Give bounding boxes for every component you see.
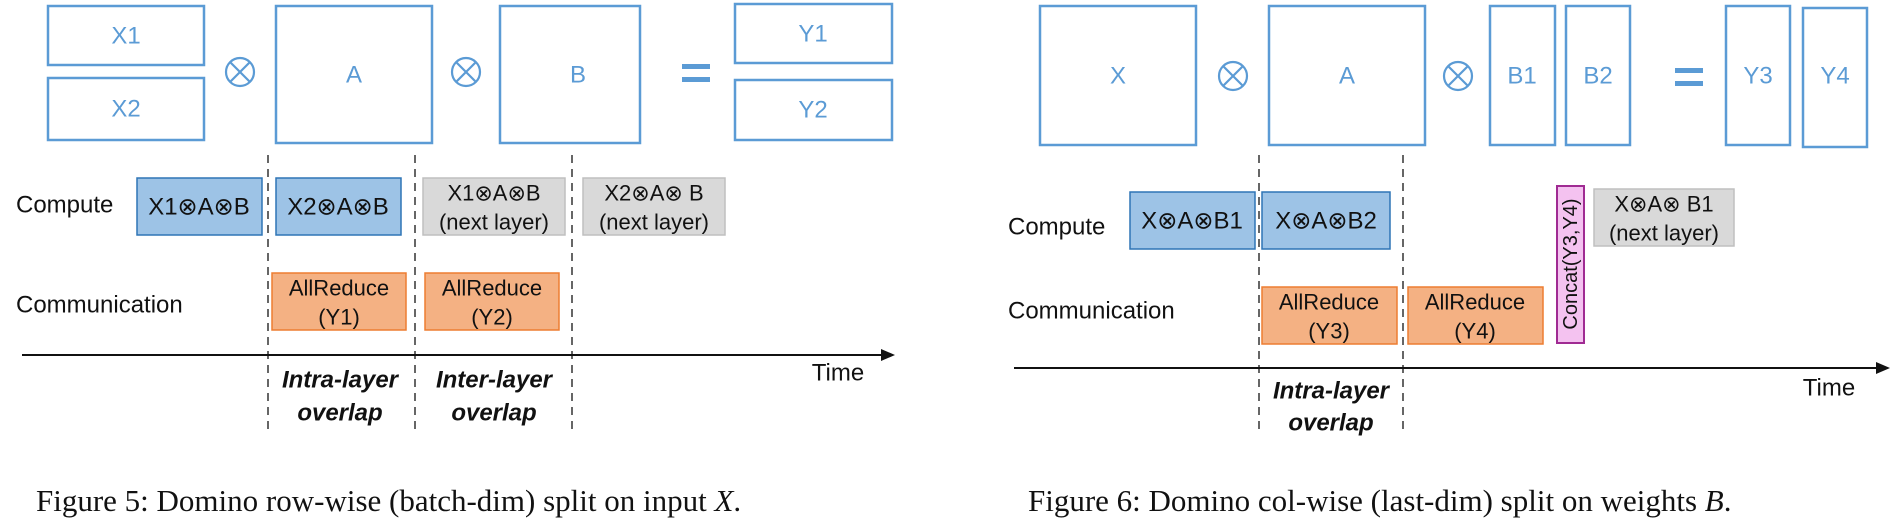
allreduce-block-y4-line1: AllReduce [1425, 290, 1525, 315]
compute-block-next-layer-x1 [422, 177, 566, 236]
allreduce-block-y3 [1261, 286, 1398, 345]
tensor-product-icon [224, 56, 256, 88]
compute-block-b2 [1261, 191, 1391, 250]
compute-block-next-layer [1593, 188, 1735, 247]
matrix-b2-label: B2 [1583, 63, 1612, 90]
intra-layer-overlap-label-line2: overlap [297, 400, 382, 427]
intra-layer-overlap-label-line1: Intra-layer [282, 367, 400, 394]
row-label-compute: Compute [16, 192, 113, 219]
intra-layer-overlap-label-line2: overlap [1288, 410, 1373, 437]
time-axis-arrow [22, 349, 895, 361]
figure-6: X A B1 B2 Y3 Y4 Compute Communication [1008, 4, 1890, 518]
time-axis-label: Time [812, 360, 864, 387]
matrix-x2-label: X2 [111, 96, 140, 123]
matrix-y1 [733, 2, 894, 65]
matrix-x1 [46, 4, 206, 67]
compute-block-x2 [275, 177, 402, 236]
intra-layer-overlap-label-line1: Intra-layer [1273, 378, 1391, 405]
compute-block-next-layer-x1-line2: (next layer) [439, 210, 549, 235]
row-label-compute: Compute [1008, 214, 1105, 241]
allreduce-block-y3-line2: (Y3) [1308, 319, 1350, 344]
equals-icon [682, 64, 710, 82]
compute-block-next-layer-x2-line2: (next layer) [599, 210, 709, 235]
allreduce-block-y4 [1407, 286, 1544, 345]
matrix-a-label: A [1339, 63, 1355, 90]
inter-layer-overlap-label-line1: Inter-layer [436, 367, 554, 394]
allreduce-block-y1-line2: (Y1) [318, 305, 360, 330]
compute-block-x1 [136, 177, 263, 236]
figure-5-caption: Figure 5: Domino row-wise (batch-dim) sp… [36, 483, 741, 518]
matrix-b1-label: B1 [1507, 63, 1536, 90]
figure-6-caption-variable: B [1705, 483, 1724, 518]
tensor-product-icon [1442, 60, 1474, 92]
inter-layer-overlap-label-line2: overlap [451, 400, 536, 427]
time-axis-arrow [1014, 362, 1890, 374]
compute-block-b2-label: X⊗A⊗B2 [1275, 208, 1377, 235]
tensor-product-icon [1217, 60, 1249, 92]
equals-icon [1675, 68, 1703, 86]
figure-6-caption-text: Figure 6: Domino col-wise (last-dim) spl… [1028, 483, 1705, 518]
figure-5-caption-variable: X [712, 483, 734, 518]
matrix-x [1038, 4, 1198, 147]
compute-block-next-layer-x1-line1: X1⊗A⊗B [447, 181, 540, 206]
figure-5-caption-text: Figure 5: Domino row-wise (batch-dim) sp… [36, 483, 714, 518]
compute-block-x1-label: X1⊗A⊗B [148, 194, 250, 221]
matrix-y1-label: Y1 [798, 21, 827, 48]
compute-block-next-layer-x2 [582, 177, 726, 236]
compute-block-next-layer-line2: (next layer) [1609, 221, 1719, 246]
compute-block-b1-label: X⊗A⊗B1 [1141, 208, 1243, 235]
compute-block-b1 [1129, 191, 1256, 250]
figure-5-caption-period: . [733, 483, 741, 518]
matrix-b2 [1564, 4, 1632, 147]
compute-block-next-layer-line1: X⊗A⊗ B1 [1614, 192, 1713, 217]
allreduce-block-y1-line1: AllReduce [289, 276, 389, 301]
matrix-b-label: B [570, 62, 586, 89]
figure-6-caption-period: . [1724, 483, 1732, 518]
allreduce-block-y2-line1: AllReduce [442, 276, 542, 301]
matrix-y4-label: Y4 [1820, 63, 1849, 90]
matrix-y4 [1801, 6, 1869, 149]
matrix-a [274, 4, 434, 145]
allreduce-block-y2 [424, 272, 560, 331]
figure-5: X1 X2 A B Y1 Y2 Compute Communication [16, 2, 895, 518]
matrix-b1 [1488, 4, 1557, 147]
matrix-x2 [46, 76, 206, 142]
matrix-y2-label: Y2 [798, 97, 827, 124]
time-axis-label: Time [1803, 375, 1855, 402]
allreduce-block-y4-line2: (Y4) [1454, 319, 1496, 344]
matrix-a-label: A [346, 62, 362, 89]
allreduce-block-y2-line2: (Y2) [471, 305, 513, 330]
matrix-y3-label: Y3 [1743, 63, 1772, 90]
matrix-b [498, 4, 642, 145]
concat-block [1556, 185, 1585, 344]
matrix-x-label: X [1110, 63, 1126, 90]
figure-6-caption: Figure 6: Domino col-wise (last-dim) spl… [1028, 483, 1731, 518]
compute-block-x2-label: X2⊗A⊗B [287, 194, 389, 221]
allreduce-block-y1 [271, 272, 407, 331]
allreduce-block-y3-line1: AllReduce [1279, 290, 1379, 315]
compute-block-next-layer-x2-line1: X2⊗A⊗ B [604, 181, 703, 206]
matrix-y3 [1724, 4, 1792, 147]
matrix-y2 [733, 78, 894, 142]
row-label-communication: Communication [16, 292, 183, 319]
tensor-product-icon [450, 56, 482, 88]
concat-block-label: Concat(Y3,Y4) [1560, 198, 1582, 329]
matrix-x1-label: X1 [111, 23, 140, 50]
matrix-a [1267, 4, 1427, 147]
row-label-communication: Communication [1008, 298, 1175, 325]
